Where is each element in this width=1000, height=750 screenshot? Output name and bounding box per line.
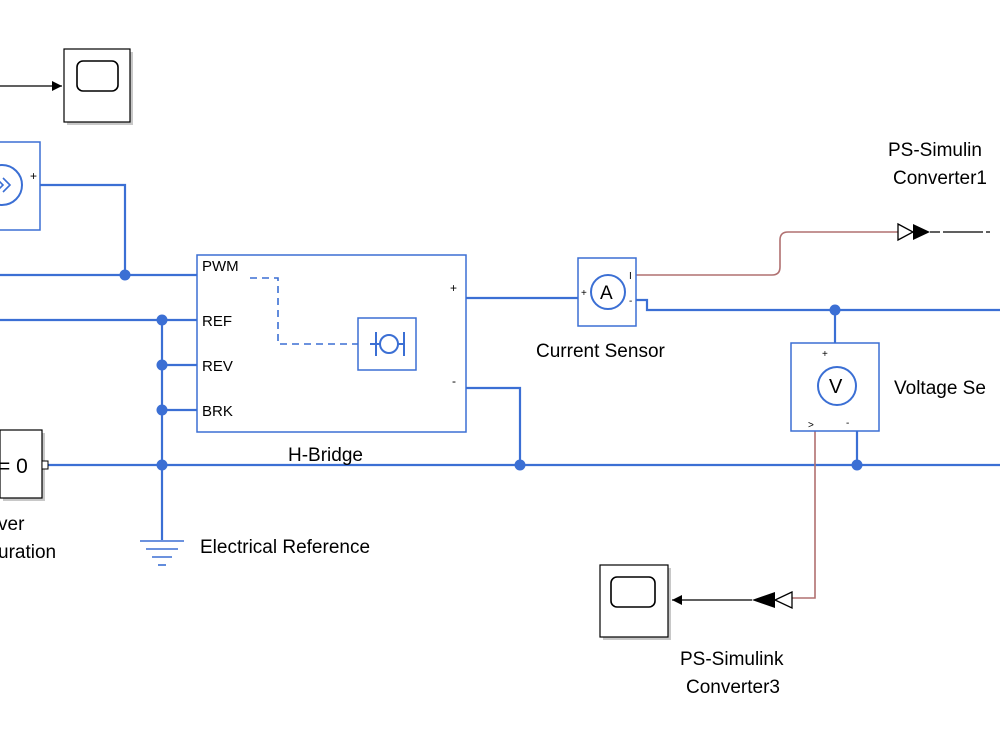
voltage-sensor-port-minus: - — [846, 418, 849, 429]
ps-simulink-converter1-label-line2: Converter1 — [893, 168, 987, 189]
voltmeter-icon — [817, 366, 857, 406]
pwm-source-block[interactable]: + — [0, 141, 41, 231]
h-bridge-port-pwm: PWM — [202, 258, 239, 275]
ps-simulink-converter3-label-line2: Converter3 — [686, 677, 780, 698]
voltage-sensor-glyph: V — [829, 376, 843, 398]
current-sensor-glyph: A — [600, 283, 613, 304]
voltage-sensor-label: Voltage Se — [894, 378, 986, 399]
current-sensor-port-plus: + — [581, 288, 587, 299]
h-bridge-port-ref: REF — [202, 313, 232, 330]
h-bridge-port-minus: - — [452, 374, 456, 388]
scope-bottom-block[interactable] — [599, 564, 671, 640]
current-sensor-block[interactable]: A + - I — [577, 257, 637, 327]
pwm-source-icon — [0, 164, 23, 206]
voltage-sensor-port-out: > — [808, 420, 814, 431]
current-sensor-port-minus: - — [629, 296, 632, 307]
ps-simulink-converter1-block[interactable] — [897, 222, 930, 242]
junction-dot — [829, 304, 841, 316]
junction-dot — [156, 359, 168, 371]
h-bridge-port-plus: + — [450, 281, 457, 295]
h-bridge-port-brk: BRK — [202, 403, 233, 420]
ps-simulink-converter3-label-line1: PS-Simulink — [680, 649, 784, 670]
scope-top-block[interactable] — [63, 48, 133, 125]
electrical-reference-label: Electrical Reference — [200, 537, 370, 558]
ps-line-current[interactable] — [636, 231, 898, 276]
wire-pwm-source[interactable] — [40, 183, 127, 275]
voltage-sensor-block[interactable]: V + - > — [790, 342, 880, 432]
ps-simulink-converter1-label-line1: PS-Simulin — [888, 140, 982, 161]
junction-dot — [514, 459, 526, 471]
junction-dot — [156, 314, 168, 326]
ps-signal-lines — [636, 231, 898, 599]
current-sensor-port-out: I — [629, 271, 632, 282]
wire-sensor-minus[interactable] — [636, 298, 1000, 312]
scope-icon — [610, 576, 656, 608]
ps-simulink-converter3-block[interactable] — [752, 590, 793, 610]
junction-dot — [119, 269, 131, 281]
ground-icon — [140, 540, 184, 566]
solver-configuration-label-line2: uration — [0, 542, 56, 563]
h-bridge-label: H-Bridge — [288, 445, 363, 466]
motor-icon — [357, 317, 417, 371]
voltage-sensor-port-plus: + — [822, 349, 828, 360]
ps-line-voltage[interactable] — [792, 430, 816, 599]
junction-dots — [119, 269, 863, 471]
signal-lines — [0, 81, 1000, 605]
electrical-reference-block[interactable] — [140, 540, 184, 566]
scope-icon — [76, 60, 119, 92]
junction-dot — [851, 459, 863, 471]
ammeter-icon — [590, 274, 626, 310]
solver-configuration-label-line1: ver — [0, 514, 25, 535]
current-sensor-label: Current Sensor — [536, 341, 666, 362]
h-bridge-block[interactable]: PWM REF REV BRK + - — [196, 254, 467, 433]
junction-dot — [156, 459, 168, 471]
solver-configuration-text: = 0 — [0, 455, 28, 478]
h-bridge-port-rev: REV — [202, 358, 233, 375]
junction-dot — [156, 404, 168, 416]
solver-configuration-block[interactable]: = 0 — [0, 429, 49, 501]
pwm-source-plus-sign: + — [30, 169, 37, 183]
